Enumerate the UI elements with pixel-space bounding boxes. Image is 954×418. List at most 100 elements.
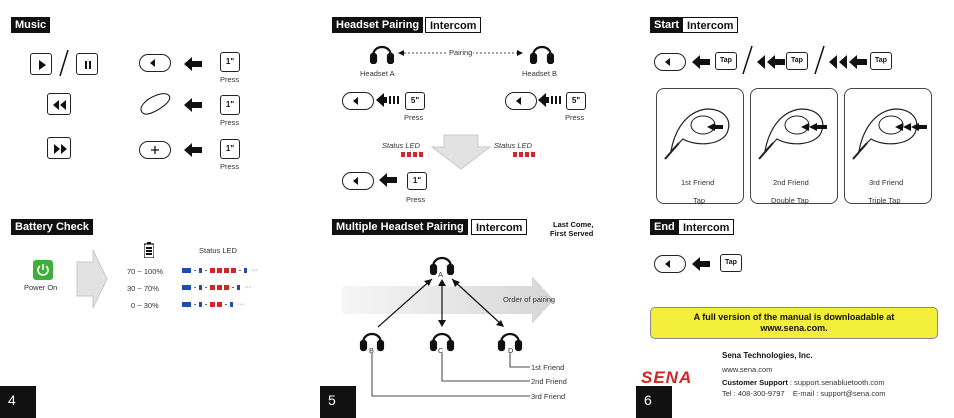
headset-pairing-subtitle: Intercom (425, 17, 482, 33)
press-label: Press (220, 162, 240, 171)
key-duration: 1" (220, 52, 240, 72)
headset-unit-icon (758, 108, 827, 160)
friend-label-2: 2nd Friend (773, 178, 809, 187)
key-duration: 1" (407, 172, 427, 190)
forward-button (47, 137, 71, 159)
press-label: Press (220, 75, 240, 84)
triple-tap-action-label: Triple Tap (868, 196, 901, 205)
red-led-blink (401, 152, 423, 157)
note-line-2: First Served (550, 229, 594, 238)
notice-line-1: A full version of the manual is download… (693, 312, 895, 322)
multiple-pairing-title: Multiple Headset Pairing (332, 219, 468, 235)
friend-card-1: 1st Friend (656, 88, 744, 204)
friend-label-3: 3rd Friend (531, 392, 566, 401)
headset-b-label: Headset B (522, 69, 558, 78)
rewind-button (47, 93, 71, 115)
battery-led-pattern: ··· ··· ··· (182, 267, 258, 308)
company-website: www.sena.com (722, 365, 773, 374)
node-b-label: B (369, 346, 375, 355)
friend-label-1: 1st Friend (681, 178, 715, 187)
press-label: Press (565, 113, 585, 122)
jog-dial-icon (654, 53, 686, 71)
battery-level-low: 0 ~ 30% (131, 301, 159, 310)
music-title: Music (11, 17, 51, 33)
headphones-icon (370, 45, 394, 64)
jog-dial-icon (505, 92, 537, 110)
jog-dial-rotate-icon (140, 93, 171, 115)
jog-dial-icon (342, 92, 374, 110)
left-arrow-icon (184, 98, 202, 112)
download-notice: A full version of the manual is download… (650, 307, 938, 339)
battery-icon (144, 242, 154, 258)
tap-key: Tap (715, 52, 737, 70)
jog-dial-icon (342, 172, 374, 190)
fast-forward-icon (54, 144, 67, 154)
page-number-6: 6 (636, 386, 672, 418)
power-on-label: Power On (24, 283, 58, 292)
node-d-label: D (508, 346, 514, 355)
status-led-label: Status LED (382, 141, 420, 150)
pause-icon (85, 61, 91, 69)
headphones-icon (530, 45, 554, 64)
play-icon (39, 60, 46, 70)
friend-label-3: 3rd Friend (869, 178, 904, 187)
jog-dial-push-icon (139, 141, 171, 159)
slash-divider (59, 49, 69, 77)
support-value: : support.senabluetooth.com (787, 378, 885, 387)
notice-line-2: www.sena.com. (760, 323, 828, 333)
play-button (30, 53, 52, 75)
page-number-4: 4 (0, 386, 36, 418)
svg-text:···: ··· (244, 284, 251, 291)
pause-button (76, 53, 98, 75)
tap-action-label: Tap (693, 196, 706, 205)
key-duration: 1" (220, 95, 240, 115)
headset-unit-icon (852, 108, 927, 160)
left-arrow-icon (184, 143, 202, 157)
multiple-pairing-subtitle: Intercom (471, 219, 528, 235)
order-of-pairing-label: Order of pairing (503, 295, 556, 304)
left-arrow-icon (692, 55, 710, 69)
battery-level-high: 70 ~ 100% (127, 267, 164, 276)
big-down-arrow-icon (430, 134, 492, 170)
multi-pairing-diagram (359, 256, 530, 397)
company-contact: Tel : 408-300-9797 E-mail : support@sena… (722, 389, 886, 398)
key-duration: 1" (220, 139, 240, 159)
company-name: Sena Technologies, Inc. (722, 351, 813, 360)
svg-text:···: ··· (251, 267, 258, 274)
press-label: Press (406, 195, 426, 204)
node-a-label: A (438, 270, 444, 279)
tap-key: Tap (720, 254, 742, 272)
press-label: Press (220, 118, 240, 127)
tap-key: Tap (870, 52, 892, 70)
hold-arrow-icon (376, 93, 399, 107)
key-duration: 5" (405, 92, 425, 110)
left-arrow-icon (184, 57, 202, 71)
rewind-icon (53, 100, 66, 110)
page-number-5: 5 (320, 386, 356, 418)
jog-dial-icon (139, 54, 171, 72)
slash-divider (742, 45, 753, 75)
battery-check-title: Battery Check (11, 219, 93, 235)
jog-dial-icon (654, 255, 686, 273)
triple-left-arrow-icon (829, 55, 867, 69)
left-arrow-icon (692, 257, 710, 271)
big-right-arrow-icon (76, 249, 108, 309)
red-led-blink (513, 152, 535, 157)
end-title: End (650, 219, 679, 235)
svg-text:···: ··· (237, 301, 244, 308)
headset-a-label: Headset A (360, 69, 395, 78)
status-led-label: Status LED (494, 141, 532, 150)
press-label: Press (404, 113, 424, 122)
battery-level-mid: 30 ~ 70% (127, 284, 159, 293)
hold-arrow-icon (538, 93, 561, 107)
start-title: Start (650, 17, 684, 33)
node-c-label: C (438, 346, 444, 355)
note-line-1: Last Come, (553, 220, 594, 229)
power-button-icon (33, 260, 53, 280)
headset-pairing-title: Headset Pairing (332, 17, 424, 33)
start-subtitle: Intercom (682, 17, 739, 33)
support-label: Customer Support (722, 378, 788, 387)
friend-label-1: 1st Friend (531, 363, 565, 372)
friend-card-3: 3rd Friend (844, 88, 932, 204)
status-led-label: Status LED (199, 246, 237, 255)
